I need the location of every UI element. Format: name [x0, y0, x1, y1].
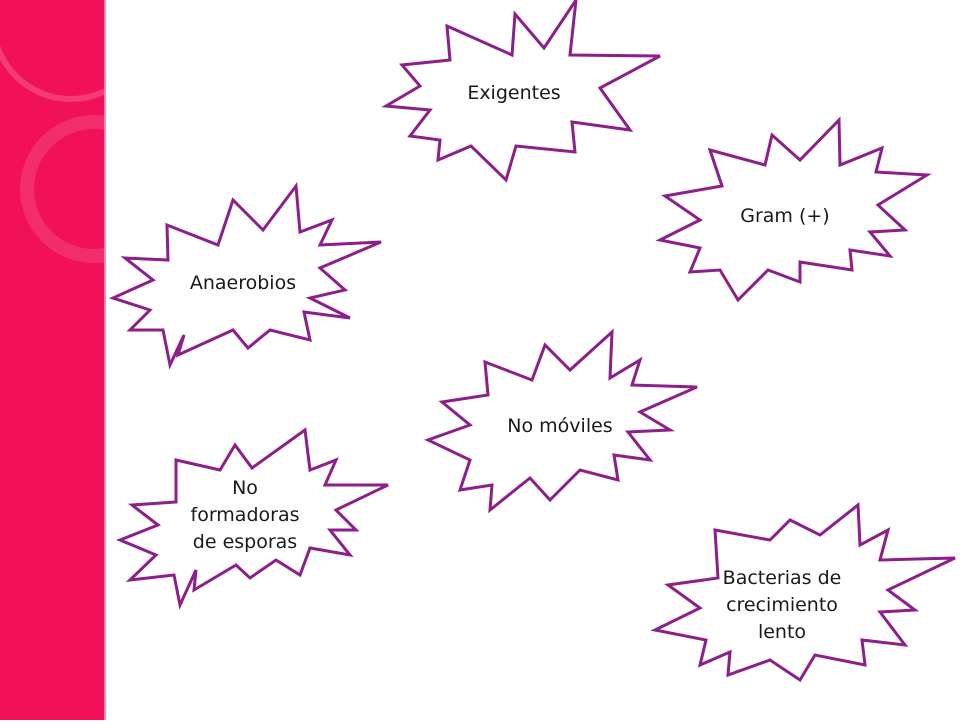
burst-label-exigentes: Exigentes — [467, 82, 561, 104]
burst-no-formadoras — [116, 427, 389, 610]
burst-label-no-moviles: No móviles — [507, 415, 613, 437]
burst-exigentes — [381, 0, 661, 183]
burst-gram-positive — [655, 116, 932, 303]
burst-label-no-formadoras: No formadoras de esporas — [190, 477, 300, 553]
sidebar-edge — [104, 0, 106, 720]
burst-no-moviles — [424, 328, 698, 514]
burst-label-anaerobios: Anaerobios — [189, 272, 297, 294]
decorative-ring — [0, 0, 106, 102]
burst-label-gram-positive: Gram (+) — [740, 205, 830, 227]
burst-crecimiento-lento — [650, 502, 956, 683]
decorative-sidebar — [0, 0, 106, 720]
burst-anaerobios — [108, 181, 382, 370]
burst-label-crecimiento-lento: Bacterias de crecimiento lento — [722, 567, 842, 643]
